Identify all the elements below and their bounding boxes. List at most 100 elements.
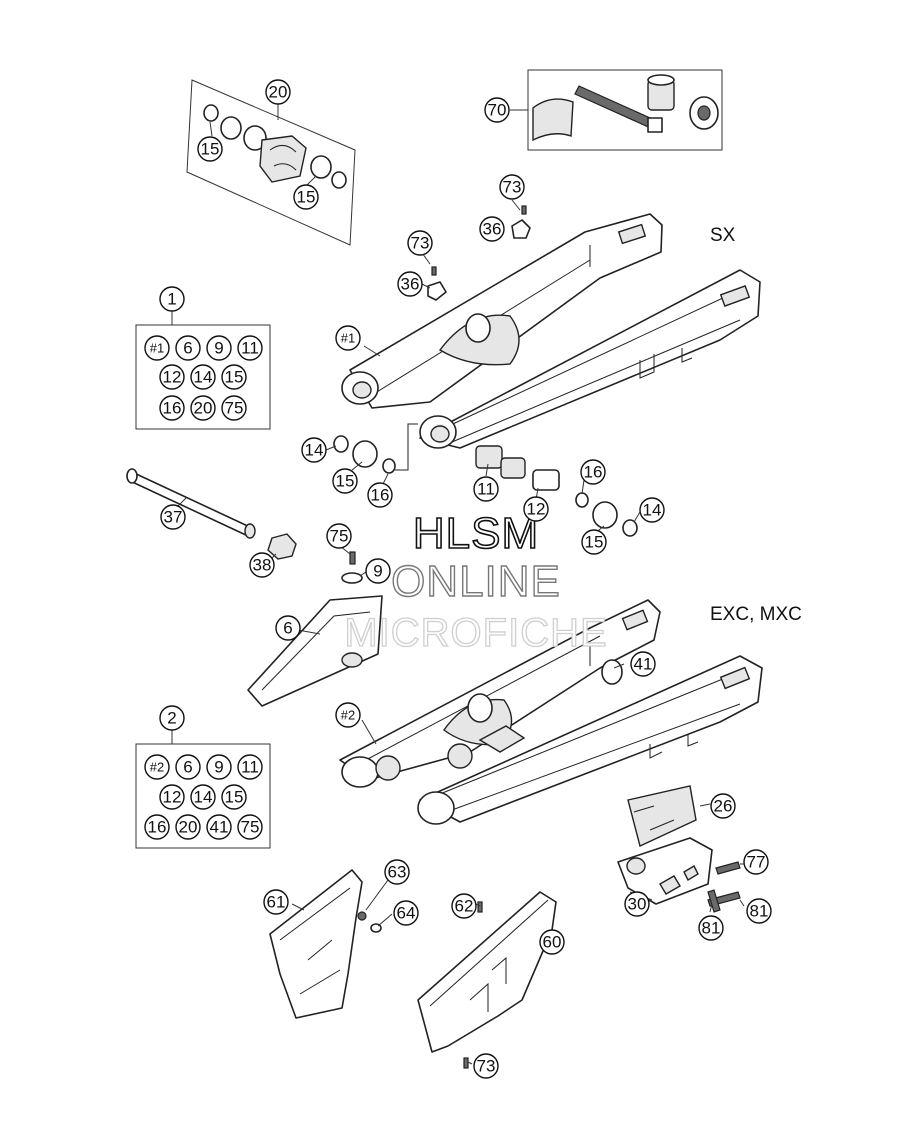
callout-9: 9 — [365, 558, 391, 584]
callout-37: 37 — [160, 504, 186, 530]
kit-1-number-callout: 1 — [159, 286, 185, 312]
kit-1-item: 14 — [190, 364, 216, 390]
callout-60: 60 — [539, 929, 565, 955]
kit-2-item: 12 — [159, 784, 185, 810]
svg-text:30: 30 — [628, 895, 647, 914]
svg-text:20: 20 — [179, 818, 198, 837]
svg-text:15: 15 — [225, 368, 244, 387]
kit-2-callouts: 2 #2 6 9 11 12 14 15 16 20 41 75 — [144, 705, 263, 840]
svg-text:64: 64 — [397, 904, 416, 923]
svg-text:9: 9 — [214, 339, 223, 358]
kit-2-item: 6 — [175, 754, 201, 780]
svg-text:20: 20 — [194, 399, 213, 418]
kit-2-item: 20 — [175, 814, 201, 840]
kit-1-item: 20 — [190, 395, 216, 421]
callout-15: 15 — [293, 184, 319, 210]
callout-15: 15 — [332, 468, 358, 494]
svg-text:12: 12 — [527, 500, 546, 519]
kit-1-item: 12 — [159, 364, 185, 390]
callout-73: 73 — [407, 230, 433, 256]
svg-text:15: 15 — [201, 140, 220, 159]
kit-1-callouts: 1 #1 6 9 11 12 14 15 16 20 75 — [144, 286, 263, 421]
svg-text:6: 6 — [283, 619, 292, 638]
svg-text:14: 14 — [194, 368, 213, 387]
svg-text:1: 1 — [167, 290, 176, 309]
svg-text:16: 16 — [163, 399, 182, 418]
svg-text:26: 26 — [714, 797, 733, 816]
callout-36: 36 — [397, 271, 423, 297]
callout-75: 75 — [326, 523, 352, 549]
svg-text:73: 73 — [477, 1057, 496, 1076]
sx-hardware — [126, 205, 638, 584]
kit-2-item: 75 — [237, 814, 263, 840]
swingarm-sx — [341, 213, 761, 449]
bearing-kit-panel — [186, 79, 356, 246]
svg-text:60: 60 — [543, 933, 562, 952]
swingarm-pivot-tool-panel — [527, 69, 723, 151]
svg-text:81: 81 — [750, 902, 769, 921]
callout-62: 62 — [451, 893, 477, 919]
callout-swingarm-2: #2 — [335, 702, 361, 728]
part-callouts: 20 15 15 70 73 36 73 36 #1 14 15 16 11 1… — [160, 79, 772, 1079]
callout-14: 14 — [301, 437, 327, 463]
callout-64: 64 — [393, 900, 419, 926]
svg-text:41: 41 — [210, 818, 229, 837]
svg-text:36: 36 — [401, 275, 420, 294]
svg-text:11: 11 — [241, 339, 259, 358]
svg-text:73: 73 — [503, 178, 522, 197]
svg-text:6: 6 — [183, 758, 192, 777]
svg-text:70: 70 — [488, 101, 507, 120]
chain-guide — [617, 785, 741, 913]
svg-text:#1: #1 — [150, 341, 164, 356]
kit-1-item: 6 — [175, 335, 201, 361]
callout-26: 26 — [710, 793, 736, 819]
svg-text:15: 15 — [225, 788, 244, 807]
kit-1-item: 16 — [159, 395, 185, 421]
svg-text:#2: #2 — [150, 760, 164, 775]
svg-text:2: 2 — [167, 709, 176, 728]
svg-text:#1: #1 — [341, 331, 355, 346]
kit-2-item: 15 — [221, 784, 247, 810]
svg-text:16: 16 — [584, 463, 603, 482]
svg-text:61: 61 — [267, 893, 286, 912]
callout-81: 81 — [746, 898, 772, 924]
kit-1-item: 15 — [221, 364, 247, 390]
chain-slider — [247, 595, 383, 707]
svg-text:6: 6 — [183, 339, 192, 358]
swingarm-exc-mxc — [339, 599, 763, 825]
callout-73: 73 — [499, 174, 525, 200]
kit-2-item: #2 — [144, 754, 170, 780]
svg-text:73: 73 — [411, 234, 430, 253]
svg-text:15: 15 — [336, 472, 355, 491]
svg-text:12: 12 — [163, 368, 182, 387]
callout-6: 6 — [275, 615, 301, 641]
variant-label-exc-mxc: EXC, MXC — [710, 604, 802, 625]
svg-text:20: 20 — [269, 83, 288, 102]
kit-2-item: 41 — [206, 814, 232, 840]
svg-text:#2: #2 — [341, 708, 355, 723]
callout-11: 11 — [473, 476, 499, 502]
svg-text:14: 14 — [643, 501, 662, 520]
svg-text:38: 38 — [253, 556, 272, 575]
svg-text:77: 77 — [747, 853, 766, 872]
kit-1-item: 75 — [221, 395, 247, 421]
callout-swingarm-1: #1 — [335, 325, 361, 351]
chain-guard-right — [417, 891, 557, 1069]
callout-30: 30 — [624, 891, 650, 917]
svg-text:15: 15 — [585, 533, 604, 552]
svg-text:41: 41 — [634, 655, 653, 674]
callout-70: 70 — [484, 97, 510, 123]
callout-15: 15 — [197, 136, 223, 162]
callout-16: 16 — [580, 459, 606, 485]
kit-2-item: 16 — [144, 814, 170, 840]
svg-text:9: 9 — [214, 758, 223, 777]
svg-text:12: 12 — [163, 788, 182, 807]
svg-text:75: 75 — [241, 818, 260, 837]
svg-text:75: 75 — [225, 399, 244, 418]
svg-text:14: 14 — [305, 441, 324, 460]
kit-2-number-callout: 2 — [159, 705, 185, 731]
callout-16: 16 — [367, 482, 393, 508]
svg-text:37: 37 — [164, 508, 183, 527]
callout-73: 73 — [473, 1053, 499, 1079]
